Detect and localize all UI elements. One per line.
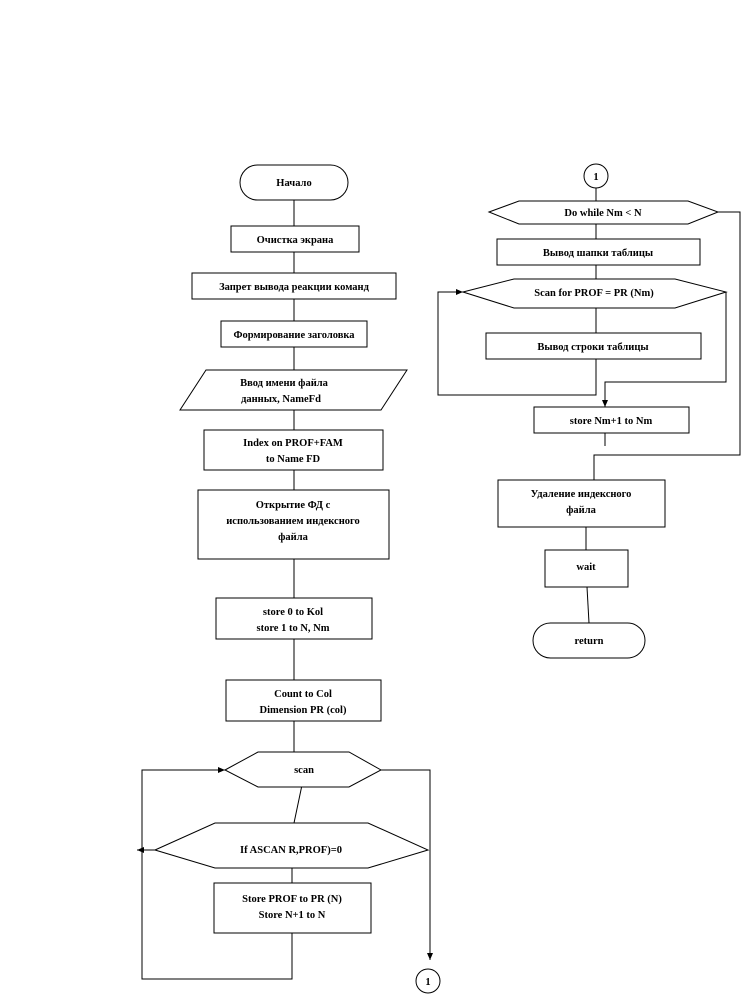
scan-for-label: Scan for PROF = PR (Nm) [534, 288, 654, 299]
connector-in-circle [583, 163, 609, 189]
do-while-label: Do while Nm < N [564, 208, 642, 219]
scan-for-hexagon [461, 278, 728, 309]
connector-out-label: 1 [425, 977, 430, 988]
return-label: return [575, 636, 604, 647]
index-on-box [203, 429, 384, 471]
store-init-line-1: store 0 to Kol [263, 607, 323, 618]
do-while-hexagon [487, 200, 720, 225]
disable-echo-label: Запрет вывода реакции команд [219, 282, 370, 293]
start-terminator [239, 164, 349, 201]
scan-hexagon [223, 751, 383, 788]
disable-echo-box [191, 272, 397, 300]
table-row-box [485, 332, 702, 360]
right-flow-lines [437, 188, 741, 624]
clear-screen-box [230, 225, 360, 253]
wait-label: wait [576, 562, 596, 573]
store-init-box [215, 597, 373, 640]
store-prof-box [213, 882, 372, 934]
store-init-line-2: store 1 to N, Nm [257, 623, 330, 634]
scan-label: scan [294, 765, 314, 776]
open-fd-line-1: Открытие ФД с [256, 500, 331, 511]
table-header-label: Вывод шапки таблицы [543, 248, 653, 259]
if-ascan-label: If ASCAN R,PROF)=0 [240, 845, 342, 856]
input-filename-line-2: данных, NameFd [241, 394, 321, 405]
connector-out-circle [415, 968, 441, 994]
count-line-2: Dimension PR (col) [260, 705, 347, 716]
connector-in-label: 1 [593, 172, 598, 183]
make-header-box [220, 320, 368, 348]
delete-index-line-1: Удаление индексного [531, 489, 632, 500]
open-fd-box [197, 489, 390, 560]
count-line-1: Count to Col [274, 689, 332, 700]
make-header-label: Формирование заголовка [233, 330, 355, 341]
store-nm-label: store Nm+1 to Nm [570, 416, 653, 427]
start-label: Начало [276, 178, 311, 189]
index-on-line-1: Index on PROF+FAM [243, 438, 343, 449]
count-box [225, 679, 382, 722]
store-nm-box [533, 406, 690, 434]
return-terminator [532, 622, 646, 659]
input-filename-line-1: Ввод имени файла [240, 378, 329, 389]
delete-index-line-2: файла [566, 505, 596, 516]
delete-index-box [497, 479, 666, 528]
left-flow-lines [137, 200, 433, 980]
open-fd-line-3: файла [278, 532, 308, 543]
store-prof-line-2: Store N+1 to N [259, 910, 326, 921]
table-header-box [496, 238, 701, 266]
store-prof-line-1: Store PROF to PR (N) [242, 894, 342, 905]
input-filename-parallelogram [179, 369, 408, 411]
wait-box [544, 549, 629, 588]
clear-screen-label: Очистка экрана [257, 235, 334, 246]
open-fd-line-2: использованием индексного [226, 516, 360, 527]
if-ascan-hexagon [153, 822, 430, 869]
table-row-label: Вывод строки таблицы [537, 342, 648, 353]
index-on-line-2: to Name FD [266, 454, 321, 465]
